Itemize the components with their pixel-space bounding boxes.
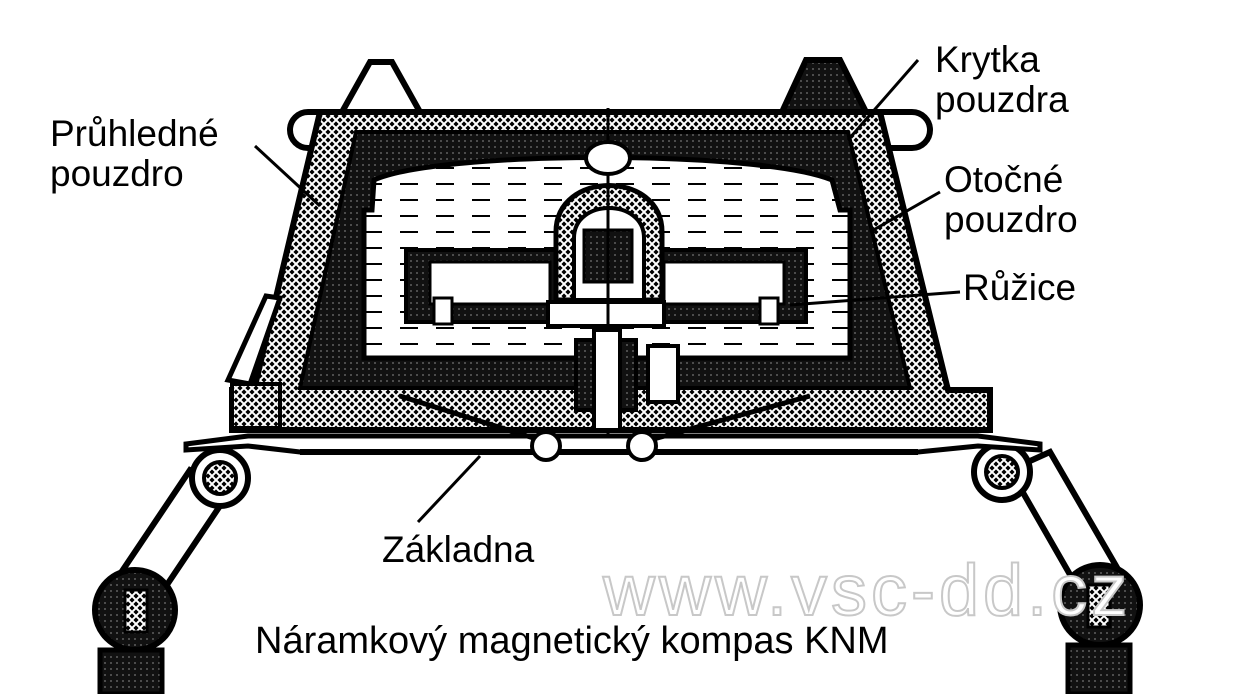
left-strap <box>92 447 251 697</box>
label-zakladna: Základna <box>382 529 535 570</box>
label-ruzice: Růžice <box>963 267 1077 308</box>
label-krytka-pouzdra: Krytka pouzdra <box>935 40 1069 120</box>
label-pruhledne-line2: pouzdro <box>50 153 184 194</box>
label-pruhledne-pouzdro: Průhledné pouzdro <box>50 114 219 194</box>
label-krytka-line1: Krytka <box>935 39 1040 80</box>
watermark-text: www.vsc-dd.cz <box>602 550 1132 632</box>
side-latch <box>224 293 284 430</box>
label-otocne-line1: Otočné <box>944 159 1064 200</box>
diagram-caption: Náramkový magnetický kompas KNM <box>255 620 889 662</box>
label-otocne-line2: pouzdro <box>944 199 1078 240</box>
label-pruhledne-line1: Průhledné <box>50 113 219 154</box>
compass-card <box>404 248 808 328</box>
pivot-assembly <box>553 108 680 440</box>
base-plate <box>183 393 1043 462</box>
label-otocne-pouzdro: Otočné pouzdro <box>944 160 1078 240</box>
label-krytka-line2: pouzdra <box>935 79 1069 120</box>
leader-lines <box>253 59 961 524</box>
